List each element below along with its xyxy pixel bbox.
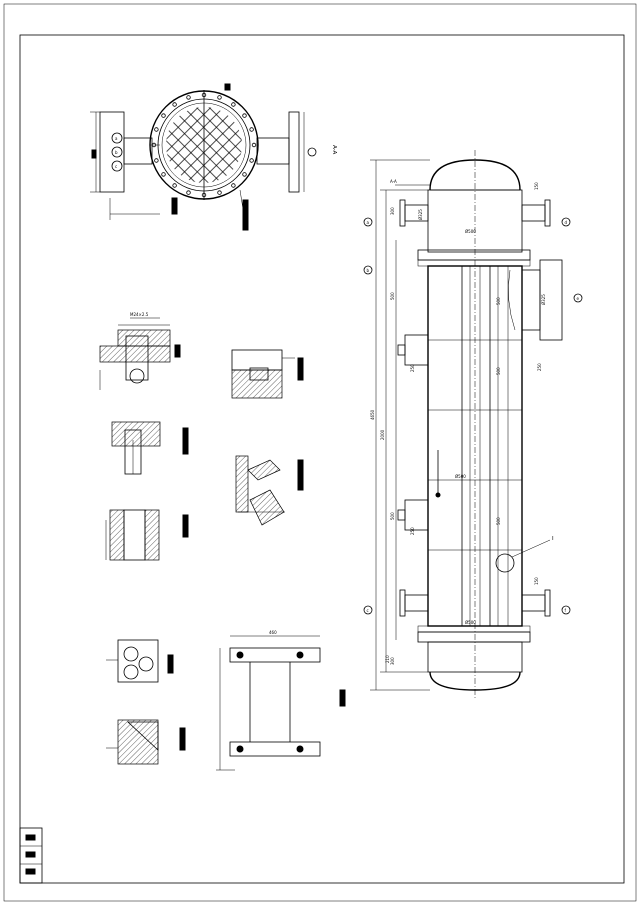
top-head (429, 159, 521, 191)
baffle-plate-detail: 460 (216, 630, 346, 771)
detail-flange-bolt: M24×2.5 (99, 312, 181, 390)
tag-b: b (367, 268, 370, 273)
side-dim-9: 210 (385, 655, 390, 663)
diameter-main: Ø500 (465, 229, 476, 234)
bolt-hole (249, 127, 254, 132)
nozzle-tag-left-1: a (115, 136, 118, 141)
bolt-hole (172, 183, 177, 188)
bolt-hole (217, 190, 222, 195)
bolt-hole (242, 172, 247, 177)
large-nozzle (539, 259, 563, 341)
bolt-hole (154, 127, 159, 132)
tag-e: e (577, 296, 580, 301)
side-dim-2: 500 (496, 367, 501, 375)
bolt-hole (242, 113, 247, 118)
detail-weld-box (231, 349, 304, 399)
bolt-hole (186, 190, 191, 195)
title-block (19, 827, 43, 884)
side-dim-3: 500 (496, 517, 501, 525)
seg-dim-4: 300 (390, 657, 395, 665)
tag-d: d (565, 220, 568, 225)
vessel-elevation: Ø500 Ø500 Ø325 (363, 150, 583, 700)
tag-f: f (565, 608, 567, 613)
side-dim-1: 500 (496, 297, 501, 305)
bolt-hole (231, 183, 236, 188)
overall-dim: 4650 (370, 409, 375, 420)
diameter-shell: Ø500 (455, 474, 466, 479)
bolt-hole (161, 113, 166, 118)
section-mark-top: A-A (390, 179, 397, 184)
seg-dim-1: 300 (390, 207, 395, 215)
bolt-hole (231, 102, 236, 107)
detail-nozzle-weld (235, 455, 304, 526)
detail-tube-pattern (106, 639, 174, 683)
baffle-width: 460 (269, 630, 277, 635)
seg-dim-2: 500 (390, 292, 395, 300)
detail-callout-vessel: I (552, 536, 554, 542)
bolt-hole (154, 158, 159, 163)
flange-side: Ø325 (418, 209, 423, 220)
section-a-a-label: A-A (331, 145, 337, 155)
shell-length-dim: 2000 (380, 429, 385, 440)
nozzle-large-width: Ø325 (541, 294, 546, 305)
side-dim-4: 250 (537, 363, 542, 371)
detail-fillet-weld (106, 719, 186, 765)
bolt-hole (161, 172, 166, 177)
side-dim-7: 250 (410, 364, 415, 372)
detail-tube-hole (111, 421, 189, 475)
side-dim-8: 250 (410, 527, 415, 535)
bolt-label: M24×2.5 (130, 312, 149, 317)
side-dim-6: 150 (534, 577, 539, 585)
outer-frame (3, 3, 637, 902)
nozzle-tag-left-3: c (115, 164, 117, 169)
bottom-head (429, 671, 521, 691)
side-dim-5: 150 (534, 182, 539, 190)
tag-a: a (367, 220, 370, 225)
bolt-hole (172, 102, 177, 107)
diameter-lower: Ø500 (465, 620, 476, 625)
bolt-hole (186, 95, 191, 100)
bolt-hole (217, 95, 222, 100)
detail-pipe-joint (105, 509, 189, 561)
section-a-a-view: a b c A-A (90, 83, 337, 231)
inner-frame (19, 34, 625, 884)
tag-c: c (367, 608, 369, 613)
nozzle-tag-left-2: b (115, 150, 118, 155)
bolt-hole (249, 158, 254, 163)
detail-circle (495, 553, 515, 573)
seg-dim-3: 500 (390, 512, 395, 520)
bolt-hole (251, 142, 257, 148)
